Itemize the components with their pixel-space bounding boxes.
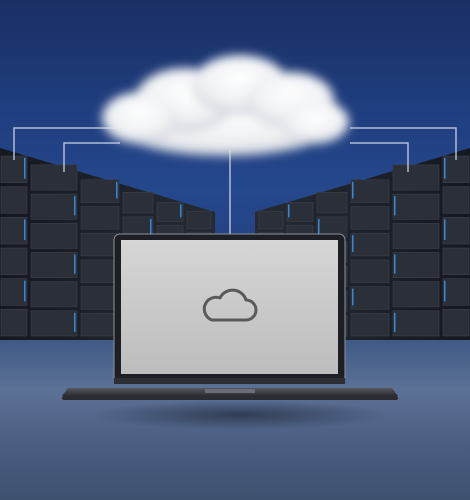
server-unit (392, 281, 440, 308)
server-unit (350, 206, 390, 230)
laptop-shadow (90, 400, 390, 430)
server-unit (30, 310, 78, 337)
server-unit (392, 252, 440, 278)
server-unit (442, 186, 470, 214)
server-unit (186, 211, 212, 230)
server-unit (350, 179, 390, 203)
server-unit (0, 309, 28, 337)
server-led (444, 280, 446, 302)
server-unit (30, 222, 78, 249)
server-unit (30, 164, 78, 191)
server-unit (350, 259, 390, 283)
server-led (352, 235, 354, 252)
server-unit (80, 206, 120, 230)
server-led (150, 218, 152, 234)
server-unit (442, 247, 470, 275)
server-unit (392, 310, 440, 337)
server-unit (350, 286, 390, 310)
server-unit (0, 217, 28, 245)
server-led (394, 254, 396, 274)
server-led (394, 196, 396, 216)
server-led (24, 158, 26, 179)
server-led (444, 219, 446, 240)
server-led (318, 218, 320, 234)
server-unit (30, 252, 78, 278)
server-unit (392, 222, 440, 249)
server-led (352, 181, 354, 199)
server-unit (122, 192, 154, 214)
server-unit (0, 186, 28, 214)
cloud-icon (202, 288, 258, 322)
server-unit (258, 211, 284, 230)
server-led (24, 219, 26, 240)
server-led (74, 196, 76, 216)
server-unit (0, 278, 28, 306)
server-unit (442, 155, 470, 183)
server-led (444, 158, 446, 179)
server-unit (392, 164, 440, 191)
server-unit (286, 202, 314, 222)
server-unit (80, 179, 120, 203)
server-unit (30, 193, 78, 220)
server-unit (442, 217, 470, 245)
server-led (180, 204, 182, 218)
server-unit (30, 281, 78, 308)
server-unit (350, 232, 390, 257)
server-led (288, 204, 290, 218)
server-unit (0, 247, 28, 275)
server-unit (316, 192, 348, 214)
server-led (394, 312, 396, 332)
server-led (74, 254, 76, 274)
server-led (74, 312, 76, 332)
server-led (352, 288, 354, 306)
server-unit (442, 278, 470, 306)
server-unit (392, 193, 440, 220)
server-led (116, 181, 118, 199)
server-unit (0, 155, 28, 183)
server-led (24, 280, 26, 302)
server-unit (442, 309, 470, 337)
server-unit (350, 313, 390, 337)
server-unit (156, 202, 184, 222)
